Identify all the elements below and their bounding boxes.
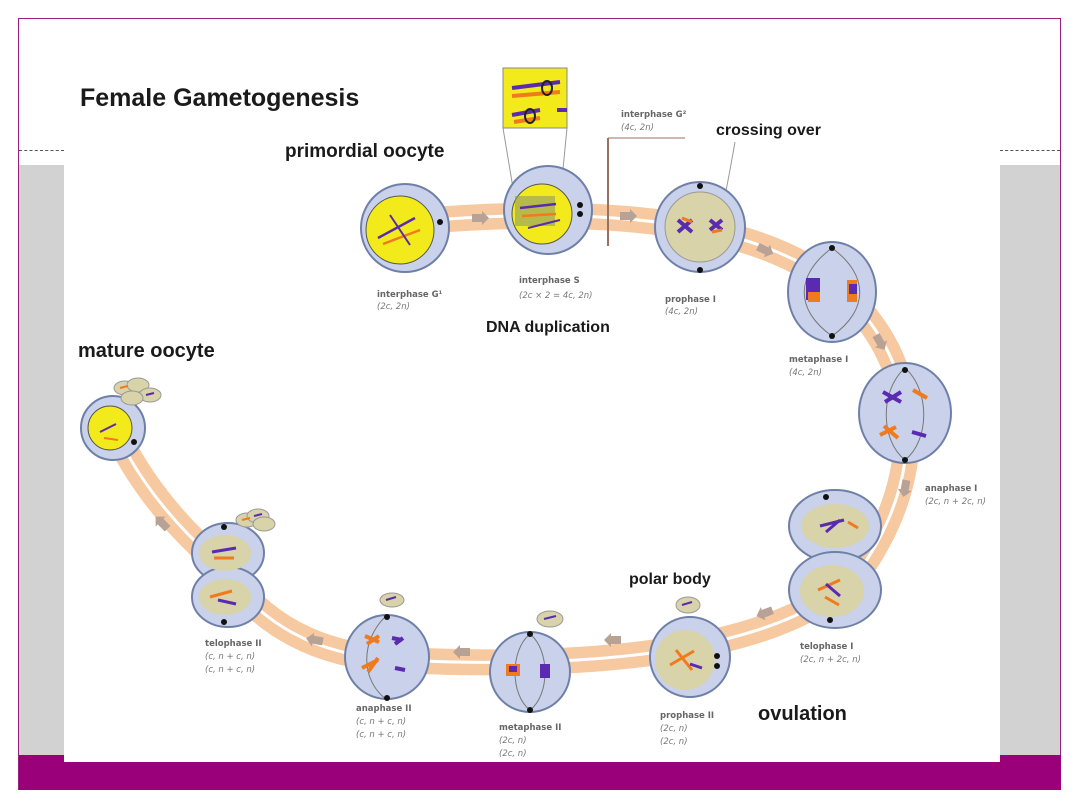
svg-text:metaphase II: metaphase II (499, 723, 561, 733)
stage-label-telophase-1: telophase I (2c, n + 2c, n) (800, 642, 861, 665)
svg-text:interphase G²: interphase G² (621, 110, 687, 120)
label-primordial-oocyte: primordial oocyte (285, 141, 444, 162)
label-ovulation: ovulation (758, 703, 847, 725)
svg-text:interphase S: interphase S (519, 276, 580, 286)
left-gray-panel (19, 165, 64, 755)
cell-interphase-s (503, 165, 593, 255)
cell-telophase-1 (788, 489, 882, 629)
svg-text:(c, n + c, n): (c, n + c, n) (356, 730, 406, 740)
svg-text:anaphase I: anaphase I (925, 484, 977, 494)
slide-title: Female Gametogenesis (80, 84, 359, 112)
svg-text:prophase I: prophase I (665, 295, 716, 305)
svg-text:prophase II: prophase II (660, 711, 714, 721)
svg-text:metaphase I: metaphase I (789, 355, 848, 365)
svg-text:(c, n + c, n): (c, n + c, n) (205, 665, 255, 675)
stage-label-anaphase-1: anaphase I (2c, n + 2c, n) (925, 484, 986, 507)
polar-body-1 (675, 596, 701, 614)
stage-label-telophase-2: telophase II (c, n + c, n) (c, n + c, n) (205, 639, 262, 675)
cell-mature-oocyte (80, 395, 146, 461)
polar-body-2 (536, 610, 564, 628)
cell-prophase-1 (654, 181, 746, 273)
interphase-g2-marker (607, 137, 685, 246)
label-mature-oocyte: mature oocyte (78, 340, 215, 362)
svg-text:(2c, n): (2c, n) (660, 724, 688, 734)
cell-metaphase-1 (787, 241, 877, 343)
label-dna-duplication: DNA duplication (486, 319, 610, 336)
svg-text:(4c, 2n): (4c, 2n) (665, 307, 698, 317)
cell-prophase-2 (649, 616, 731, 698)
cell-metaphase-2 (489, 631, 571, 713)
svg-text:(2c, 2n): (2c, 2n) (377, 302, 410, 312)
label-crossing-over: crossing over (716, 122, 821, 139)
svg-text:(4c, 2n): (4c, 2n) (789, 368, 822, 378)
stage-label-metaphase-2: metaphase II (2c, n) (2c, n) (499, 723, 561, 759)
stage-label-interphase-g1: interphase G¹ (2c, 2n) (377, 290, 443, 312)
svg-text:telophase I: telophase I (800, 642, 853, 652)
stage-label-interphase-s: interphase S (2c × 2 = 4c, 2n) (519, 276, 592, 301)
svg-text:(2c, n): (2c, n) (499, 749, 527, 759)
svg-text:(2c, n + 2c, n): (2c, n + 2c, n) (800, 655, 861, 665)
svg-text:(2c, n): (2c, n) (660, 737, 688, 747)
svg-text:(c, n + c, n): (c, n + c, n) (205, 652, 255, 662)
svg-text:interphase G¹: interphase G¹ (377, 290, 443, 300)
svg-text:(c, n + c, n): (c, n + c, n) (356, 717, 406, 727)
cell-telophase-2 (191, 522, 265, 628)
svg-text:anaphase II: anaphase II (356, 704, 412, 714)
polar-bodies-telophase-2 (235, 508, 276, 532)
polar-bodies-mature (113, 377, 162, 406)
left-dashed-rule (19, 150, 64, 151)
cell-anaphase-1 (858, 362, 952, 464)
cell-anaphase-2 (344, 614, 430, 701)
svg-text:(4c, 2n): (4c, 2n) (621, 123, 654, 133)
stage-label-anaphase-2: anaphase II (c, n + c, n) (c, n + c, n) (356, 704, 412, 740)
svg-text:(2c, n + 2c, n): (2c, n + 2c, n) (925, 497, 986, 507)
svg-text:telophase II: telophase II (205, 639, 262, 649)
stage-label-prophase-2: prophase II (2c, n) (2c, n) (660, 711, 714, 747)
stage-label-prophase-1: prophase I (4c, 2n) (665, 295, 716, 317)
label-polar-body: polar body (629, 571, 711, 588)
svg-text:(2c, n): (2c, n) (499, 736, 527, 746)
polar-body-3 (379, 592, 405, 608)
cell-interphase-g1 (360, 183, 450, 273)
right-dashed-rule (1000, 150, 1060, 151)
stage-label-metaphase-1: metaphase I (4c, 2n) (789, 355, 848, 378)
crossing-over-inset (502, 67, 568, 201)
stage-label-interphase-g2: interphase G² (4c, 2n) (621, 110, 687, 133)
right-gray-panel (1000, 165, 1060, 755)
svg-text:(2c × 2 = 4c, 2n): (2c × 2 = 4c, 2n) (519, 291, 592, 301)
